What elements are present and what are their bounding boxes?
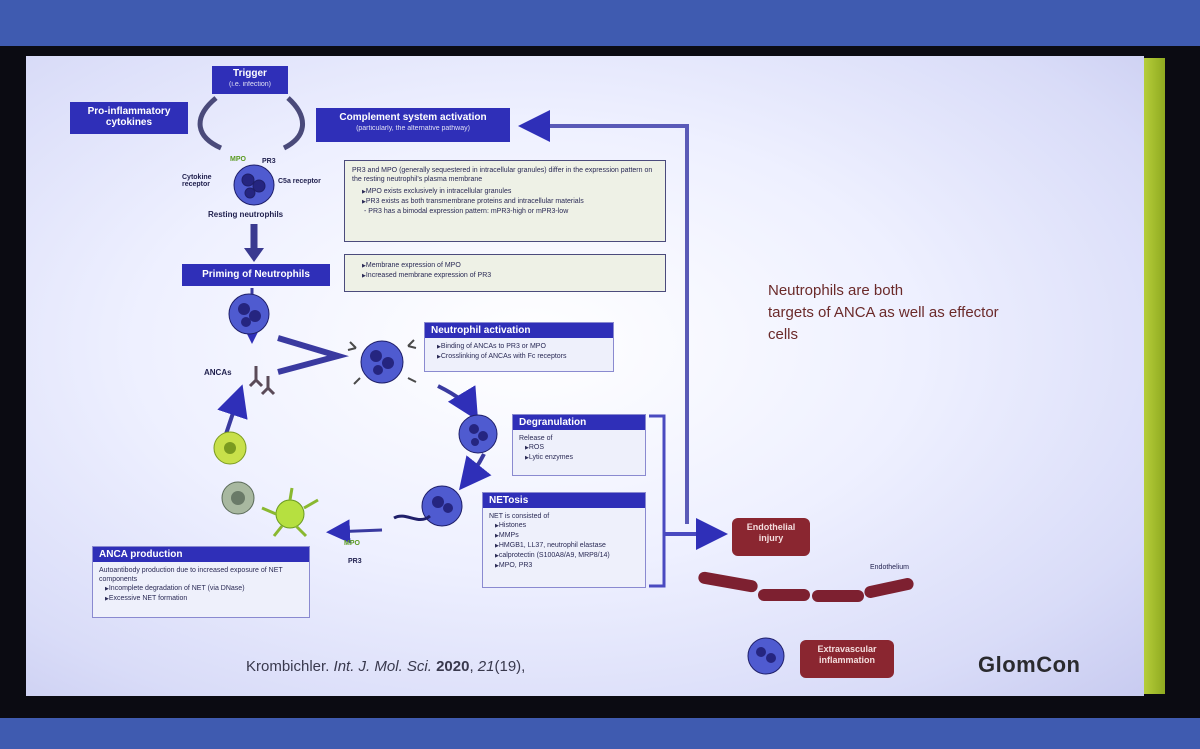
cytokine-receptor-label: Cytokine receptor bbox=[182, 174, 212, 188]
info-box-pr3-mpo: PR3 and MPO (generally sequestered in in… bbox=[344, 160, 666, 242]
info-box-priming: Membrane expression of MPO Increased mem… bbox=[344, 254, 666, 292]
neutrophil-resting bbox=[233, 164, 275, 206]
feedback-line bbox=[518, 110, 689, 524]
slide-note: Neutrophils are both targets of ANCA as … bbox=[768, 280, 999, 346]
arrow-trigger-left bbox=[197, 96, 223, 151]
free-mpo-label: MPO bbox=[344, 540, 360, 547]
netosis-intro: NET is consisted of bbox=[489, 513, 550, 520]
info-box-2-item: Membrane expression of MPO bbox=[362, 261, 658, 271]
priming-label: Priming of Neutrophils bbox=[202, 269, 310, 280]
info-box-2-item: Increased membrane expression of PR3 bbox=[362, 271, 658, 281]
trigger-subtitle: (i.e. infection) bbox=[228, 81, 272, 88]
dendritic-cell bbox=[261, 487, 319, 538]
netosis-item: Histones bbox=[495, 521, 639, 531]
neutrophil-activated bbox=[347, 339, 417, 385]
neutrophil-activation-item: Binding of ANCAs to PR3 or MPO bbox=[437, 342, 607, 352]
neutrophil-activation-title: Neutrophil activation bbox=[425, 323, 613, 338]
plasma-cell bbox=[213, 431, 247, 465]
note-line-2: targets of ANCA as well as effector bbox=[768, 304, 999, 321]
free-pr3-label: PR3 bbox=[348, 558, 362, 565]
citation-journal: Int. J. Mol. Sci. bbox=[333, 658, 432, 675]
netosis-item: MPO, PR3 bbox=[495, 561, 639, 571]
anca-production-title: ANCA production bbox=[93, 547, 309, 562]
degranulation-panel: Degranulation Release of ROS Lytic enzym… bbox=[512, 414, 646, 476]
degranulation-title: Degranulation bbox=[513, 415, 645, 430]
citation-author: Krombichler. bbox=[246, 658, 330, 675]
antibodies bbox=[248, 366, 276, 396]
info-box-1-item: PR3 exists as both transmembrane protein… bbox=[362, 197, 658, 207]
anca-production-intro: Autoantibody production due to increased… bbox=[99, 567, 283, 583]
cytokines-label: Pro-inflammatory cytokines bbox=[87, 106, 171, 128]
neutrophil-activation-item: Crosslinking of ANCAs with Fc receptors bbox=[437, 352, 607, 362]
bracket-degranulation bbox=[649, 414, 666, 588]
mpo-label: MPO bbox=[230, 156, 246, 163]
arrow-trigger-right bbox=[282, 96, 305, 151]
arrow-chevron bbox=[277, 335, 350, 375]
c5a-receptor-label: C5a receptor bbox=[278, 178, 321, 185]
degranulation-item: ROS bbox=[525, 443, 639, 453]
info-box-1-item: MPO exists exclusively in intracellular … bbox=[362, 187, 658, 197]
extravascular-label: Extravascular inflammation bbox=[817, 644, 877, 665]
complement-subtitle: (particularly, the alternative pathway) bbox=[356, 125, 470, 132]
info-box-1-sub: - PR3 has a bimodal expression pattern: … bbox=[364, 208, 569, 215]
neutrophil-primed bbox=[228, 293, 270, 335]
netosis-item: calprotectin (S100A8/A9, MRP8/14) bbox=[495, 551, 639, 561]
note-line-1: Neutrophils are both bbox=[768, 282, 904, 299]
citation-year: 2020 bbox=[436, 658, 470, 675]
info-box-1-intro: PR3 and MPO (generally sequestered in in… bbox=[352, 167, 653, 183]
arrow-netosis-anca bbox=[326, 519, 383, 544]
citation-issue: (19), bbox=[494, 658, 526, 675]
netosis-item: HMGB1, LL37, neutrophil elastase bbox=[495, 541, 639, 551]
endothelium-segments bbox=[698, 571, 914, 602]
neutrophil-netosis bbox=[393, 485, 463, 527]
complement-title: Complement system activation bbox=[339, 112, 487, 123]
pr3-label: PR3 bbox=[262, 158, 276, 165]
endothelial-injury-label: Endothelial injury bbox=[746, 522, 796, 543]
arrow-cycle-up bbox=[217, 384, 248, 435]
resting-neutrophils-caption: Resting neutrophils bbox=[208, 210, 284, 219]
trigger-title: Trigger bbox=[233, 68, 267, 79]
anca-production-item: Excessive NET formation bbox=[105, 594, 303, 604]
note-line-3: cells bbox=[768, 326, 799, 343]
neutrophil-activation-panel: Neutrophil activation Binding of ANCAs t… bbox=[424, 322, 614, 372]
degranulation-intro: Release of bbox=[519, 435, 553, 442]
complement-box: Complement system activation (particular… bbox=[316, 108, 510, 142]
citation: Krombichler. Int. J. Mol. Sci. 2020, 21(… bbox=[246, 658, 526, 675]
citation-volume: 21 bbox=[477, 658, 495, 675]
glomcon-logo: GlomCon bbox=[978, 652, 1081, 677]
extravascular-box: Extravascular inflammation bbox=[800, 640, 894, 678]
priming-box: Priming of Neutrophils bbox=[182, 264, 330, 286]
b-cell bbox=[221, 481, 255, 515]
anca-production-panel: ANCA production Autoantibody production … bbox=[92, 546, 310, 618]
netosis-panel: NETosis NET is consisted of Histones MMP… bbox=[482, 492, 646, 588]
cytokines-box: Pro-inflammatory cytokines bbox=[70, 102, 188, 134]
slide-accent-edge bbox=[1143, 58, 1165, 694]
arrow-degranulation-netosis bbox=[459, 453, 492, 491]
endothelium-label: Endothelium bbox=[870, 564, 909, 571]
ancas-label: ANCAs bbox=[204, 368, 232, 377]
neutrophil-extravascular bbox=[747, 637, 785, 675]
anca-production-item: Incomplete degradation of NET (via DNase… bbox=[105, 584, 303, 594]
arrow-activation-degranulation bbox=[437, 384, 479, 421]
trigger-box: Trigger (i.e. infection) bbox=[212, 66, 288, 94]
netosis-title: NETosis bbox=[483, 493, 645, 508]
diagram-connectors bbox=[197, 96, 914, 675]
bottom-band bbox=[0, 718, 1200, 749]
endothelial-injury-box: Endothelial injury bbox=[732, 518, 810, 556]
top-band bbox=[0, 0, 1200, 46]
neutrophil-degranulating bbox=[458, 414, 498, 454]
slide: Trigger (i.e. infection) Pro-inflammator… bbox=[26, 56, 1144, 696]
degranulation-item: Lytic enzymes bbox=[525, 453, 639, 463]
netosis-item: MMPs bbox=[495, 531, 639, 541]
